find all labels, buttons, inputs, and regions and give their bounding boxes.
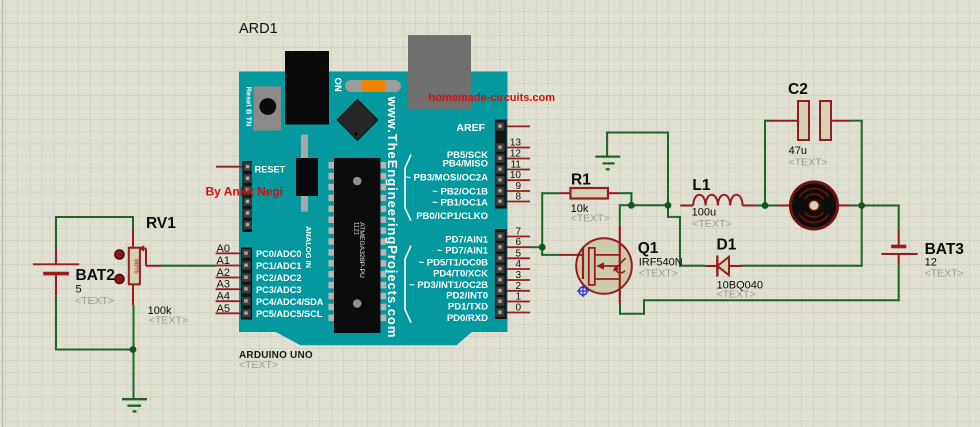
svg-text:BAT2: BAT2 [76,267,115,284]
svg-text:12: 12 [510,149,522,160]
svg-text:~ PB2/OC1B: ~ PB2/OC1B [432,186,488,197]
svg-text:A2: A2 [217,267,230,279]
svg-text:A0: A0 [217,243,230,255]
svg-text:9: 9 [515,181,521,192]
svg-text:13: 13 [510,138,522,149]
svg-text:A4: A4 [217,291,230,303]
svg-text:ARDUINO UNO: ARDUINO UNO [239,350,313,361]
svg-text:PC1/ADC1: PC1/ADC1 [256,261,301,271]
svg-text:<TEXT>: <TEXT> [692,218,731,230]
svg-text:D1: D1 [717,237,737,254]
svg-text:47u: 47u [789,145,807,157]
svg-text:10: 10 [510,170,522,181]
svg-text:homemade-circuits.com: homemade-circuits.com [429,92,556,104]
svg-text:BAT3: BAT3 [925,241,965,258]
svg-text:PC5/ADC5/SCL: PC5/ADC5/SCL [256,309,323,319]
svg-text:98%: 98% [133,258,142,273]
svg-text:5: 5 [76,284,82,296]
svg-text:4: 4 [515,259,521,270]
svg-text:11: 11 [511,160,522,171]
svg-text:AREF: AREF [456,122,485,134]
svg-text:A3: A3 [217,279,230,291]
svg-text:www.TheEngineeringProjects.com: www.TheEngineeringProjects.com [385,96,400,339]
svg-text:100k: 100k [148,305,172,317]
svg-text:0: 0 [515,303,521,314]
svg-text:~ PD3/INT1/OC2B: ~ PD3/INT1/OC2B [409,280,488,291]
svg-text:1: 1 [515,292,521,303]
svg-text:<TEXT>: <TEXT> [239,359,278,371]
svg-text:~ PB3/MOSI/OC2A: ~ PB3/MOSI/OC2A [405,173,488,184]
svg-text:A1: A1 [217,255,230,267]
svg-text:~ PD5/T1/OC0B: ~ PD5/T1/OC0B [419,258,489,269]
svg-text:10k: 10k [571,203,589,215]
svg-text:10BQ040: 10BQ040 [717,279,763,291]
svg-text:PB0/ICP1/CLKO: PB0/ICP1/CLKO [416,211,488,222]
svg-text:ON: ON [332,78,343,92]
svg-text:PB4/MISO: PB4/MISO [443,158,488,169]
svg-text:PC3/ADC3: PC3/ADC3 [256,285,301,295]
svg-text:PC2/ADC2: PC2/ADC2 [256,273,301,283]
svg-text:1121: 1121 [353,222,360,236]
svg-text:6: 6 [515,237,521,248]
svg-text:2: 2 [515,281,521,292]
svg-text:PC0/ADC0: PC0/ADC0 [256,249,301,259]
svg-text:<TEXT>: <TEXT> [75,295,114,307]
svg-text:By Ankit Negi: By Ankit Negi [206,184,284,198]
svg-text:<TEXT>: <TEXT> [717,289,756,301]
svg-text:7: 7 [515,227,521,238]
svg-text:PD0/RXD: PD0/RXD [447,313,488,324]
svg-text:PD2/INT0: PD2/INT0 [446,291,488,302]
svg-text:12: 12 [925,257,937,269]
svg-text:ANALOG IN: ANALOG IN [304,226,313,268]
svg-text:<TEXT>: <TEXT> [639,268,678,280]
svg-text:R1: R1 [571,172,591,189]
svg-text:PD4/T0/XCK: PD4/T0/XCK [433,269,488,280]
svg-text:<TEXT>: <TEXT> [571,213,610,225]
svg-text:~ PB1/OC1A: ~ PB1/OC1A [432,197,488,208]
svg-text:Q1: Q1 [638,240,659,257]
svg-text:A5: A5 [217,303,230,315]
svg-text:8: 8 [515,192,521,203]
svg-text:<TEXT>: <TEXT> [149,314,188,326]
svg-text:100u: 100u [692,206,716,218]
svg-text:RESET: RESET [255,164,286,174]
svg-text:3: 3 [515,270,521,281]
svg-text:<TEXT>: <TEXT> [925,267,964,279]
svg-text:IRF540N: IRF540N [639,257,683,269]
svg-text:~ PD7/AIN1: ~ PD7/AIN1 [437,245,489,256]
svg-text:C2: C2 [788,81,808,98]
svg-text:ARD1: ARD1 [239,21,278,37]
svg-text:PD7/AIN1: PD7/AIN1 [445,234,488,245]
svg-text:Reset B TN: Reset B TN [245,87,254,127]
svg-text:5: 5 [515,248,521,259]
svg-text:L1: L1 [692,177,710,194]
svg-text:ATMEGA328P-PU: ATMEGA328P-PU [358,222,365,278]
svg-text:PD1/TXD: PD1/TXD [448,302,488,313]
svg-text:PC4/ADC4/SDA: PC4/ADC4/SDA [256,297,324,307]
svg-text:<TEXT>: <TEXT> [789,157,828,169]
svg-text:RV1: RV1 [146,215,176,232]
svg-text:PB5/SCK: PB5/SCK [447,150,488,161]
